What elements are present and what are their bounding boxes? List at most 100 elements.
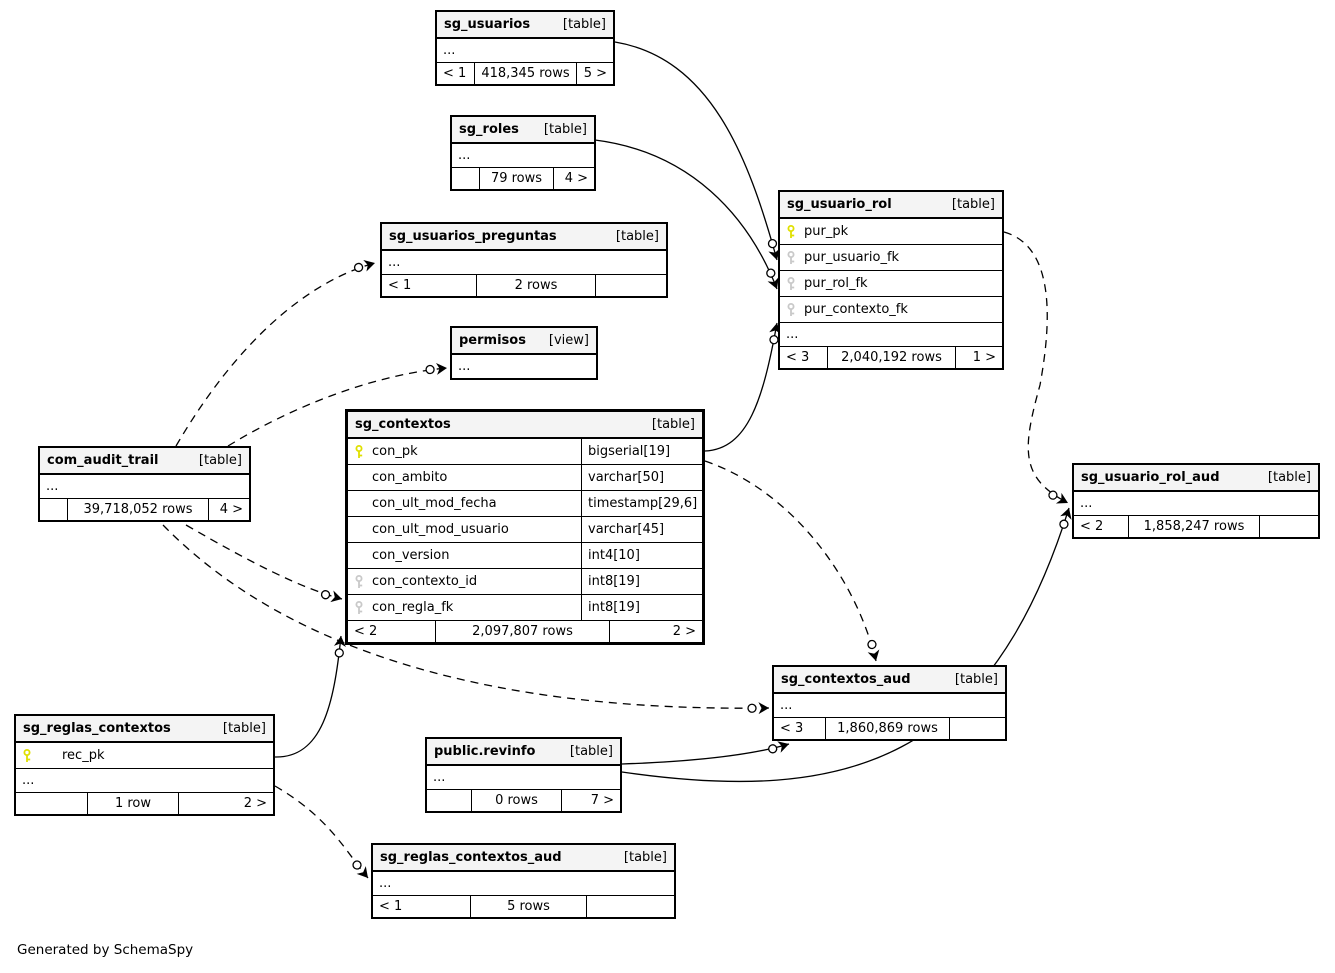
foreign-key-icon	[786, 276, 796, 291]
column-row-con_ult_mod_usuario[interactable]: con_ult_mod_usuario varchar[45]	[348, 516, 702, 542]
column-row-con_ambito[interactable]: con_ambito varchar[50]	[348, 464, 702, 490]
column-row-con_version[interactable]: con_version int4[10]	[348, 542, 702, 568]
foreign-key-icon	[786, 302, 796, 317]
table-kind: [table]	[615, 229, 659, 244]
column-name: con_version	[372, 548, 450, 563]
column-name: con_contexto_id	[372, 574, 478, 589]
table-header-com_audit_trail[interactable]: com_audit_trail [table]	[40, 448, 249, 475]
ellipsis-row: ...	[16, 768, 273, 792]
primary-key-icon	[22, 748, 32, 763]
rel-sg_reglas_contextos-to-sg_reglas_contextos_aud	[274, 785, 369, 879]
column-name: con_ambito	[372, 470, 448, 485]
ellipsis-text: ...	[1080, 496, 1093, 511]
table-sg_usuario_rol_aud[interactable]: sg_usuario_rol_aud [table] ... < 2 1,858…	[1072, 463, 1320, 539]
column-row-pur_rol_fk[interactable]: pur_rol_fk	[780, 270, 1002, 296]
table-header-sg_reglas_contextos[interactable]: sg_reglas_contextos [table]	[16, 716, 273, 743]
column-row-rec_pk[interactable]: rec_pk	[16, 743, 273, 768]
table-kind: [table]	[198, 453, 242, 468]
table-kind: [table]	[954, 672, 998, 687]
rel-revinfo-to-sg_usuario_rol_aud	[621, 507, 1072, 783]
stats-row: < 2 1,858,247 rows	[1074, 515, 1318, 537]
table-sg_reglas_contextos[interactable]: sg_reglas_contextos [table] rec_pk ... 1…	[14, 714, 275, 816]
ellipsis-row: ...	[382, 251, 666, 274]
table-sg_usuarios[interactable]: sg_usuarios [table] ... < 1 418,345 rows…	[435, 10, 615, 86]
column-row-pur_contexto_fk[interactable]: pur_contexto_fk	[780, 296, 1002, 322]
stats-row: < 1 418,345 rows 5 >	[437, 62, 613, 84]
stats-left	[452, 168, 480, 189]
view-permisos[interactable]: permisos [view] ...	[450, 326, 598, 380]
rel-pur_pk-to-sg_usuario_rol_aud	[1003, 231, 1069, 504]
primary-key-icon	[354, 444, 364, 459]
stats-right	[1260, 516, 1318, 537]
stats-right: 2 >	[243, 796, 267, 811]
rel-com_audit_trail-to-con_contexto_id	[185, 524, 343, 603]
table-public-revinfo[interactable]: public.revinfo [table] ... 0 rows 7 >	[425, 737, 622, 813]
table-kind: [table]	[651, 417, 695, 432]
primary-key-icon	[786, 224, 796, 239]
ellipsis-row: ...	[40, 475, 249, 498]
table-sg_contextos_aud[interactable]: sg_contextos_aud [table] ... < 3 1,860,8…	[772, 665, 1007, 741]
rel-sg_usuarios-to-pur_usuario_fk	[614, 41, 780, 261]
stats-left: < 3	[780, 347, 828, 368]
table-kind: [table]	[543, 122, 587, 137]
table-name: sg_reglas_contextos_aud	[380, 850, 562, 865]
ellipsis-text: ...	[786, 327, 799, 342]
column-type: int4[10]	[581, 543, 720, 568]
rel-sg_contextos-to-sg_contextos_aud	[704, 460, 880, 662]
column-type: timestamp[29,6]	[581, 491, 720, 516]
stats-right	[587, 896, 674, 917]
stats-row: 79 rows 4 >	[452, 167, 594, 189]
rel-con_pk-to-pur_contexto_fk	[704, 322, 782, 452]
column-name: con_pk	[372, 444, 418, 459]
column-row-con_contexto_id[interactable]: con_contexto_id int8[19]	[348, 568, 702, 594]
table-kind: [table]	[623, 850, 667, 865]
column-name: con_ult_mod_usuario	[372, 522, 509, 537]
column-name: con_regla_fk	[372, 600, 454, 615]
table-header-sg_usuario_rol_aud[interactable]: sg_usuario_rol_aud [table]	[1074, 465, 1318, 492]
ellipsis-text: ...	[443, 43, 456, 58]
column-type: int8[19]	[581, 569, 720, 594]
rel-com_audit_trail-to-sg_contextos_aud	[162, 524, 770, 715]
stats-row-count: 79 rows	[480, 168, 554, 189]
table-header-sg_reglas_contextos_aud[interactable]: sg_reglas_contextos_aud [table]	[373, 845, 674, 872]
foreign-key-icon	[354, 600, 364, 615]
rel-sg_roles-to-pur_rol_fk	[594, 139, 779, 290]
table-sg_roles[interactable]: sg_roles [table] ... 79 rows 4 >	[450, 115, 596, 191]
column-row-pur_pk[interactable]: pur_pk	[780, 219, 1002, 244]
table-header-public-revinfo[interactable]: public.revinfo [table]	[427, 739, 620, 766]
stats-row: < 1 2 rows	[382, 274, 666, 296]
rel-com_audit_trail-to-permisos	[227, 362, 448, 447]
table-header-sg_roles[interactable]: sg_roles [table]	[452, 117, 594, 144]
table-header-permisos[interactable]: permisos [view]	[452, 328, 596, 355]
table-sg_usuarios_preguntas[interactable]: sg_usuarios_preguntas [table] ... < 1 2 …	[380, 222, 668, 298]
column-row-con_regla_fk[interactable]: con_regla_fk int8[19]	[348, 594, 702, 620]
table-header-sg_contextos_aud[interactable]: sg_contextos_aud [table]	[774, 667, 1005, 694]
table-header-sg_usuario_rol[interactable]: sg_usuario_rol [table]	[780, 192, 1002, 219]
column-name: rec_pk	[62, 748, 105, 763]
stats-right: 2 >	[672, 624, 696, 639]
stats-left: < 2	[348, 621, 436, 642]
table-header-sg_usuarios_preguntas[interactable]: sg_usuarios_preguntas [table]	[382, 224, 666, 251]
table-header-sg_contextos[interactable]: sg_contextos [table]	[348, 412, 702, 439]
foreign-key-icon	[354, 574, 364, 589]
table-header-sg_usuarios[interactable]: sg_usuarios [table]	[437, 12, 613, 39]
table-name: sg_roles	[459, 122, 519, 137]
column-row-con_ult_mod_fecha[interactable]: con_ult_mod_fecha timestamp[29,6]	[348, 490, 702, 516]
column-row-con_pk[interactable]: con_pk bigserial[19]	[348, 439, 702, 464]
stats-row-count: 2 rows	[477, 275, 596, 296]
table-com_audit_trail[interactable]: com_audit_trail [table] ... 39,718,052 r…	[38, 446, 251, 522]
ellipsis-row: ...	[1074, 492, 1318, 515]
stats-left: < 2	[1074, 516, 1129, 537]
column-type: varchar[45]	[581, 517, 720, 542]
stats-left	[427, 790, 472, 811]
column-type: int8[19]	[581, 595, 720, 620]
table-sg_contextos[interactable]: sg_contextos [table] con_pk bigserial[19…	[345, 409, 705, 645]
table-sg_usuario_rol[interactable]: sg_usuario_rol [table] pur_pk pur_usuari…	[778, 190, 1004, 370]
table-sg_reglas_contextos_aud[interactable]: sg_reglas_contextos_aud [table] ... < 1 …	[371, 843, 676, 919]
table-name: sg_contextos	[355, 417, 451, 432]
stats-row-count: 0 rows	[472, 790, 562, 811]
column-row-pur_usuario_fk[interactable]: pur_usuario_fk	[780, 244, 1002, 270]
ellipsis-text: ...	[433, 770, 446, 785]
ellipsis-text: ...	[780, 698, 793, 713]
